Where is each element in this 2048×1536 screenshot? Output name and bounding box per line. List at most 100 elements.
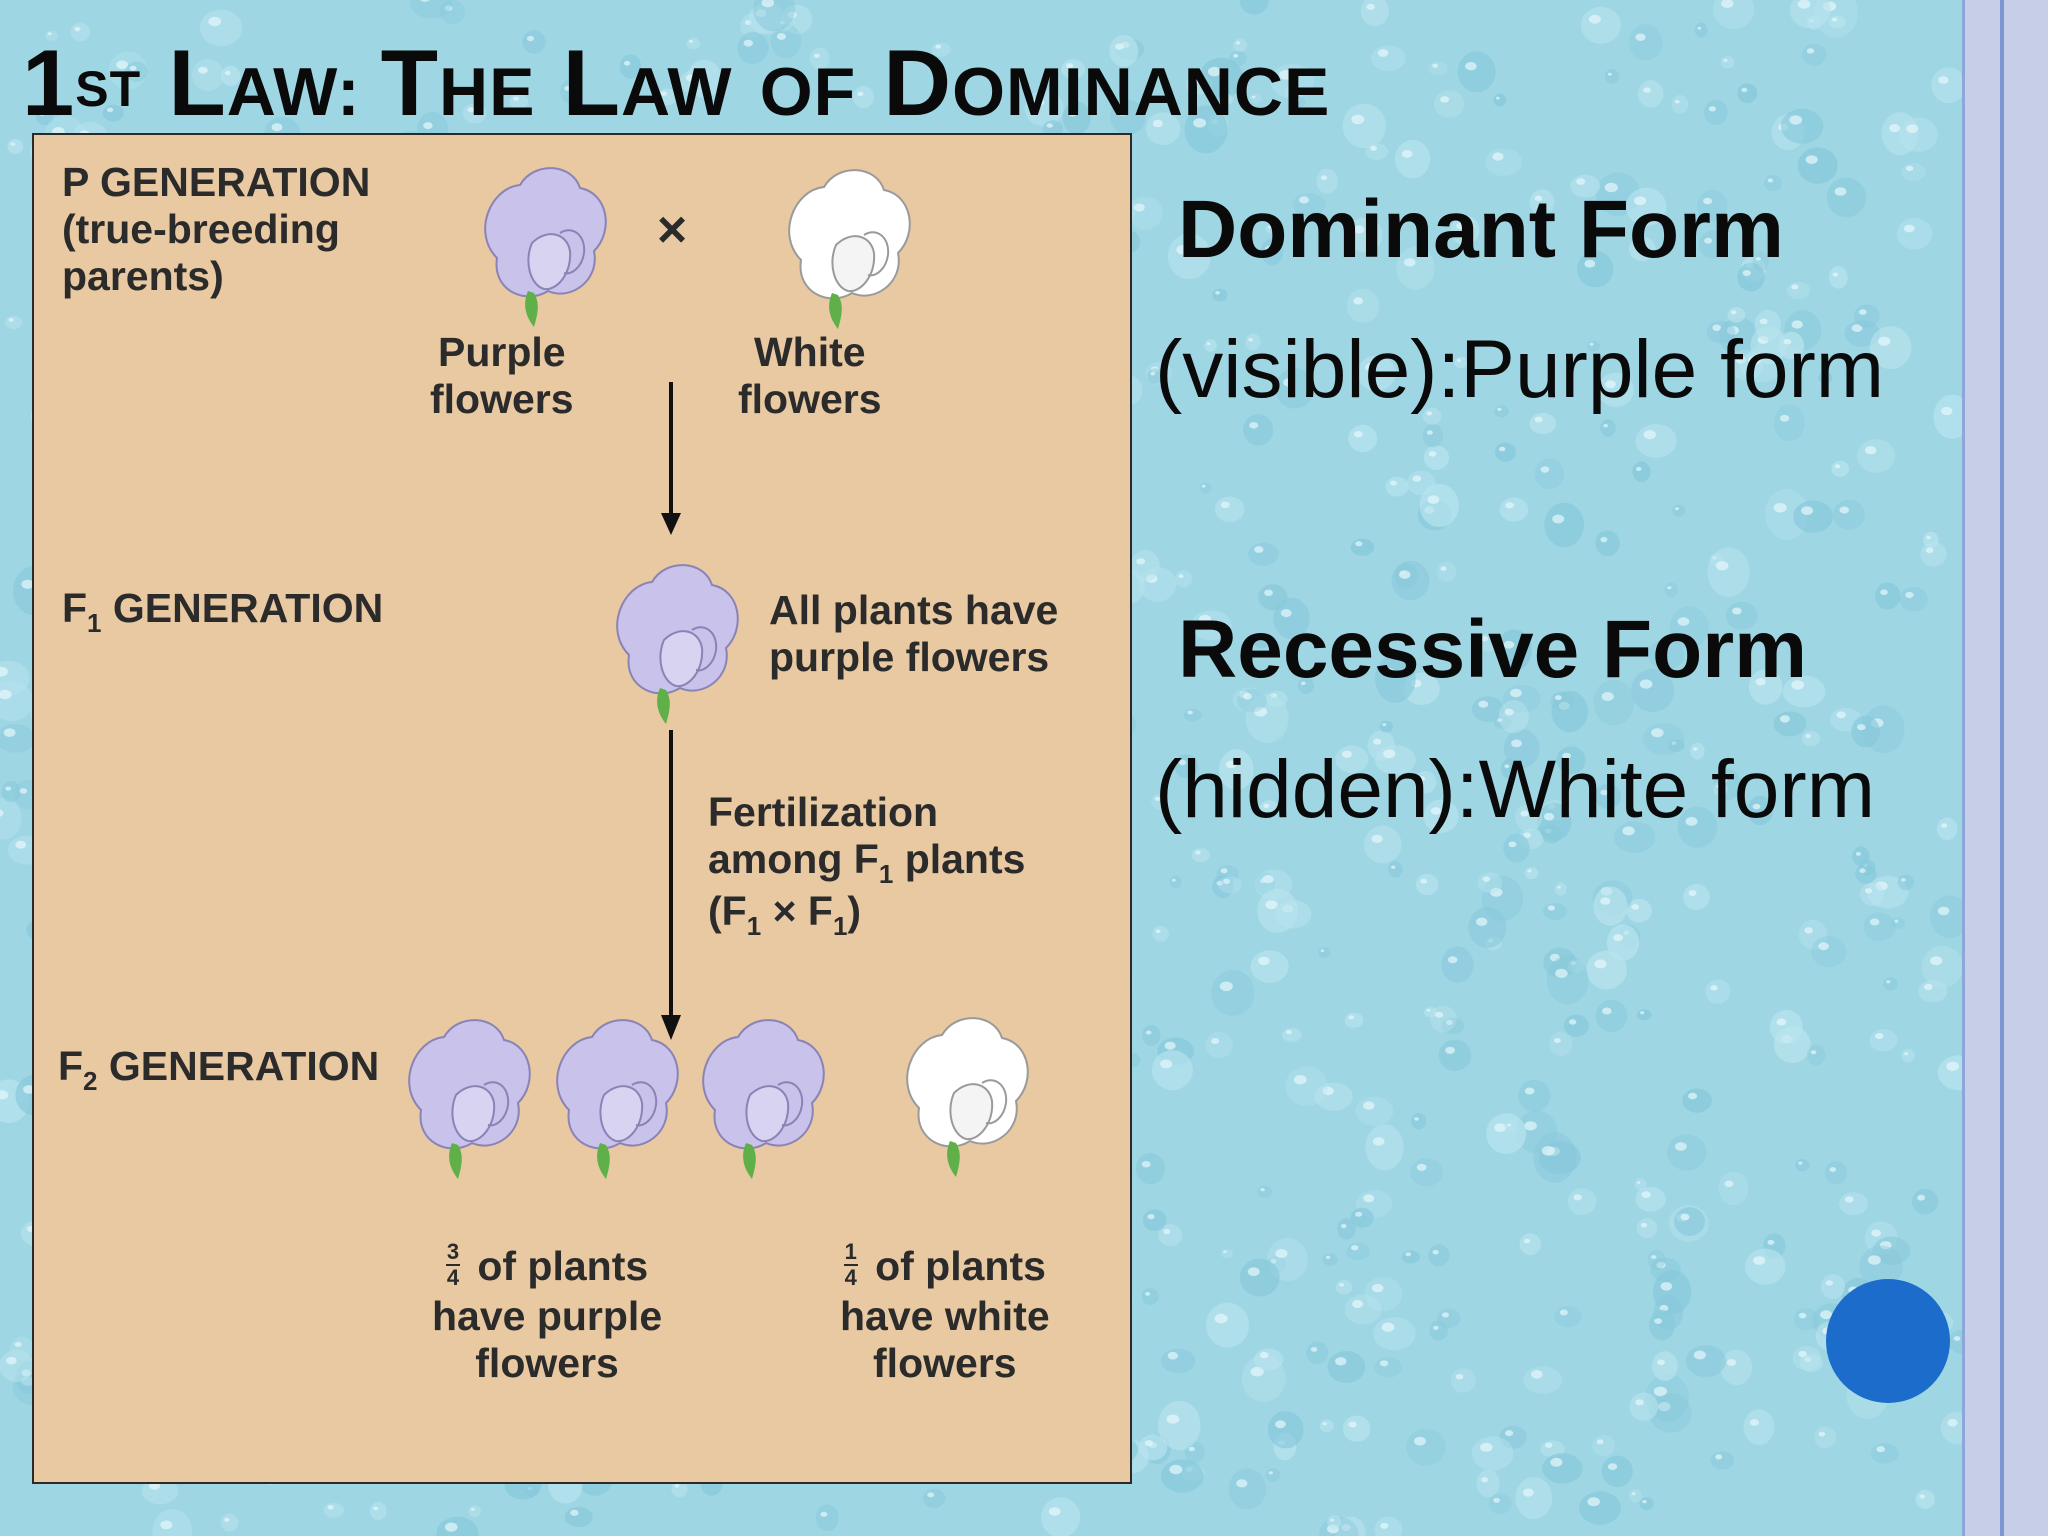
water-droplet: [1204, 339, 1217, 352]
water-droplet: [1248, 542, 1279, 566]
water-droplet: [0, 797, 22, 840]
water-droplet-highlight: [1905, 165, 1914, 172]
water-droplet-highlight: [1880, 589, 1888, 595]
water-droplet-highlight: [1405, 1252, 1411, 1257]
water-droplet-highlight: [1146, 574, 1158, 583]
cross-symbol: ×: [657, 201, 687, 259]
water-droplet-highlight: [1235, 41, 1241, 45]
water-droplet-highlight: [1136, 558, 1146, 565]
water-droplet-highlight: [1894, 919, 1899, 923]
water-droplet: [1205, 1031, 1233, 1059]
water-droplet-highlight: [1320, 175, 1328, 181]
water-droplet: [1152, 925, 1169, 942]
water-droplet: [1363, 825, 1402, 864]
water-droplet-highlight: [1154, 796, 1161, 801]
water-droplet-highlight: [1685, 817, 1698, 826]
water-droplet: [1542, 1453, 1583, 1484]
water-droplet-highlight: [1642, 1500, 1647, 1504]
water-droplet-highlight: [1348, 1015, 1354, 1020]
water-droplet-highlight: [39, 112, 45, 116]
water-droplet: [1814, 1426, 1837, 1449]
water-droplet-highlight: [1178, 759, 1187, 766]
water-droplet-highlight: [1366, 3, 1375, 10]
water-droplet-highlight: [1268, 1471, 1274, 1475]
water-droplet-highlight: [814, 53, 820, 58]
water-droplet: [1429, 1320, 1449, 1341]
water-droplet: [1285, 1066, 1328, 1106]
water-droplet: [1142, 1209, 1167, 1231]
water-droplet-highlight: [1499, 446, 1506, 452]
water-droplet-highlight: [1355, 1211, 1363, 1217]
water-droplet: [70, 22, 91, 42]
water-droplet-highlight: [1283, 378, 1295, 387]
water-droplet-highlight: [423, 122, 433, 130]
water-droplet-highlight: [1880, 1241, 1892, 1250]
water-droplet: [1833, 499, 1865, 530]
water-droplet-highlight: [271, 123, 283, 132]
water-droplet-highlight: [1919, 1494, 1926, 1499]
water-droplet: [1860, 882, 1885, 906]
water-droplet: [1429, 1005, 1457, 1033]
water-droplet-highlight: [1806, 48, 1815, 54]
water-droplet: [1514, 804, 1543, 832]
water-droplet: [1820, 1274, 1846, 1299]
water-droplet: [1554, 882, 1567, 896]
water-droplet-highlight: [1655, 645, 1667, 654]
water-droplet-highlight: [1534, 416, 1543, 423]
water-droplet-highlight: [1631, 1492, 1636, 1496]
water-droplet-highlight: [1937, 906, 1950, 916]
water-droplet-highlight: [3, 728, 16, 737]
water-droplet-highlight: [1325, 1255, 1331, 1259]
water-droplet-highlight: [0, 689, 12, 700]
water-droplet-highlight: [1791, 680, 1805, 690]
water-droplet-highlight: [198, 66, 208, 74]
water-droplet: [1169, 875, 1182, 889]
water-droplet-highlight: [1365, 363, 1377, 372]
water-droplet-highlight: [1555, 968, 1568, 979]
water-droplet: [1422, 423, 1443, 448]
water-droplet-highlight: [1275, 1249, 1288, 1258]
water-droplet: [1257, 888, 1298, 933]
water-droplet: [1494, 442, 1516, 462]
water-droplet-highlight: [1243, 693, 1252, 700]
water-droplet-highlight: [1476, 917, 1488, 926]
water-droplet-highlight: [1805, 734, 1811, 738]
water-droplet: [1629, 1392, 1659, 1421]
water-droplet-highlight: [1383, 749, 1396, 759]
water-droplet-highlight: [1917, 1194, 1926, 1201]
water-droplet-highlight: [1353, 297, 1364, 305]
water-droplet: [1355, 1096, 1394, 1126]
water-droplet-highlight: [1851, 324, 1863, 332]
water-droplet: [1773, 404, 1805, 442]
water-droplet-highlight: [1791, 320, 1803, 329]
water-droplet-highlight: [1871, 1229, 1882, 1237]
water-droplet-highlight: [1351, 114, 1365, 125]
water-droplet-highlight: [1613, 934, 1623, 942]
water-droplet: [1379, 720, 1394, 733]
water-droplet-highlight: [1178, 574, 1184, 579]
water-droplet-highlight: [1353, 225, 1365, 234]
water-droplet-highlight: [1735, 356, 1746, 364]
water-droplet-highlight: [1117, 108, 1128, 116]
water-droplet: [1930, 895, 1969, 938]
water-droplet: [1710, 1451, 1734, 1470]
water-droplet: [1595, 530, 1620, 557]
water-droplet: [1441, 946, 1474, 983]
water-droplet: [1629, 1488, 1642, 1503]
water-droplet: [1801, 43, 1827, 66]
water-droplet-highlight: [1300, 681, 1306, 686]
water-droplet: [1869, 326, 1912, 370]
water-droplet-highlight: [1351, 1245, 1359, 1251]
water-droplet-highlight: [1821, 373, 1826, 378]
water-droplet-highlight: [1875, 1033, 1884, 1040]
water-droplet: [1778, 331, 1805, 360]
water-droplet-highlight: [1505, 502, 1514, 509]
water-droplet-highlight: [1352, 1299, 1364, 1309]
water-droplet-highlight: [1677, 617, 1690, 626]
water-droplet: [522, 30, 546, 54]
water-droplet-highlight: [1480, 636, 1489, 642]
water-droplet-highlight: [0, 1090, 9, 1100]
water-droplet-highlight: [1260, 1188, 1265, 1192]
water-droplet-highlight: [1635, 33, 1646, 41]
water-droplet: [1437, 1308, 1461, 1329]
